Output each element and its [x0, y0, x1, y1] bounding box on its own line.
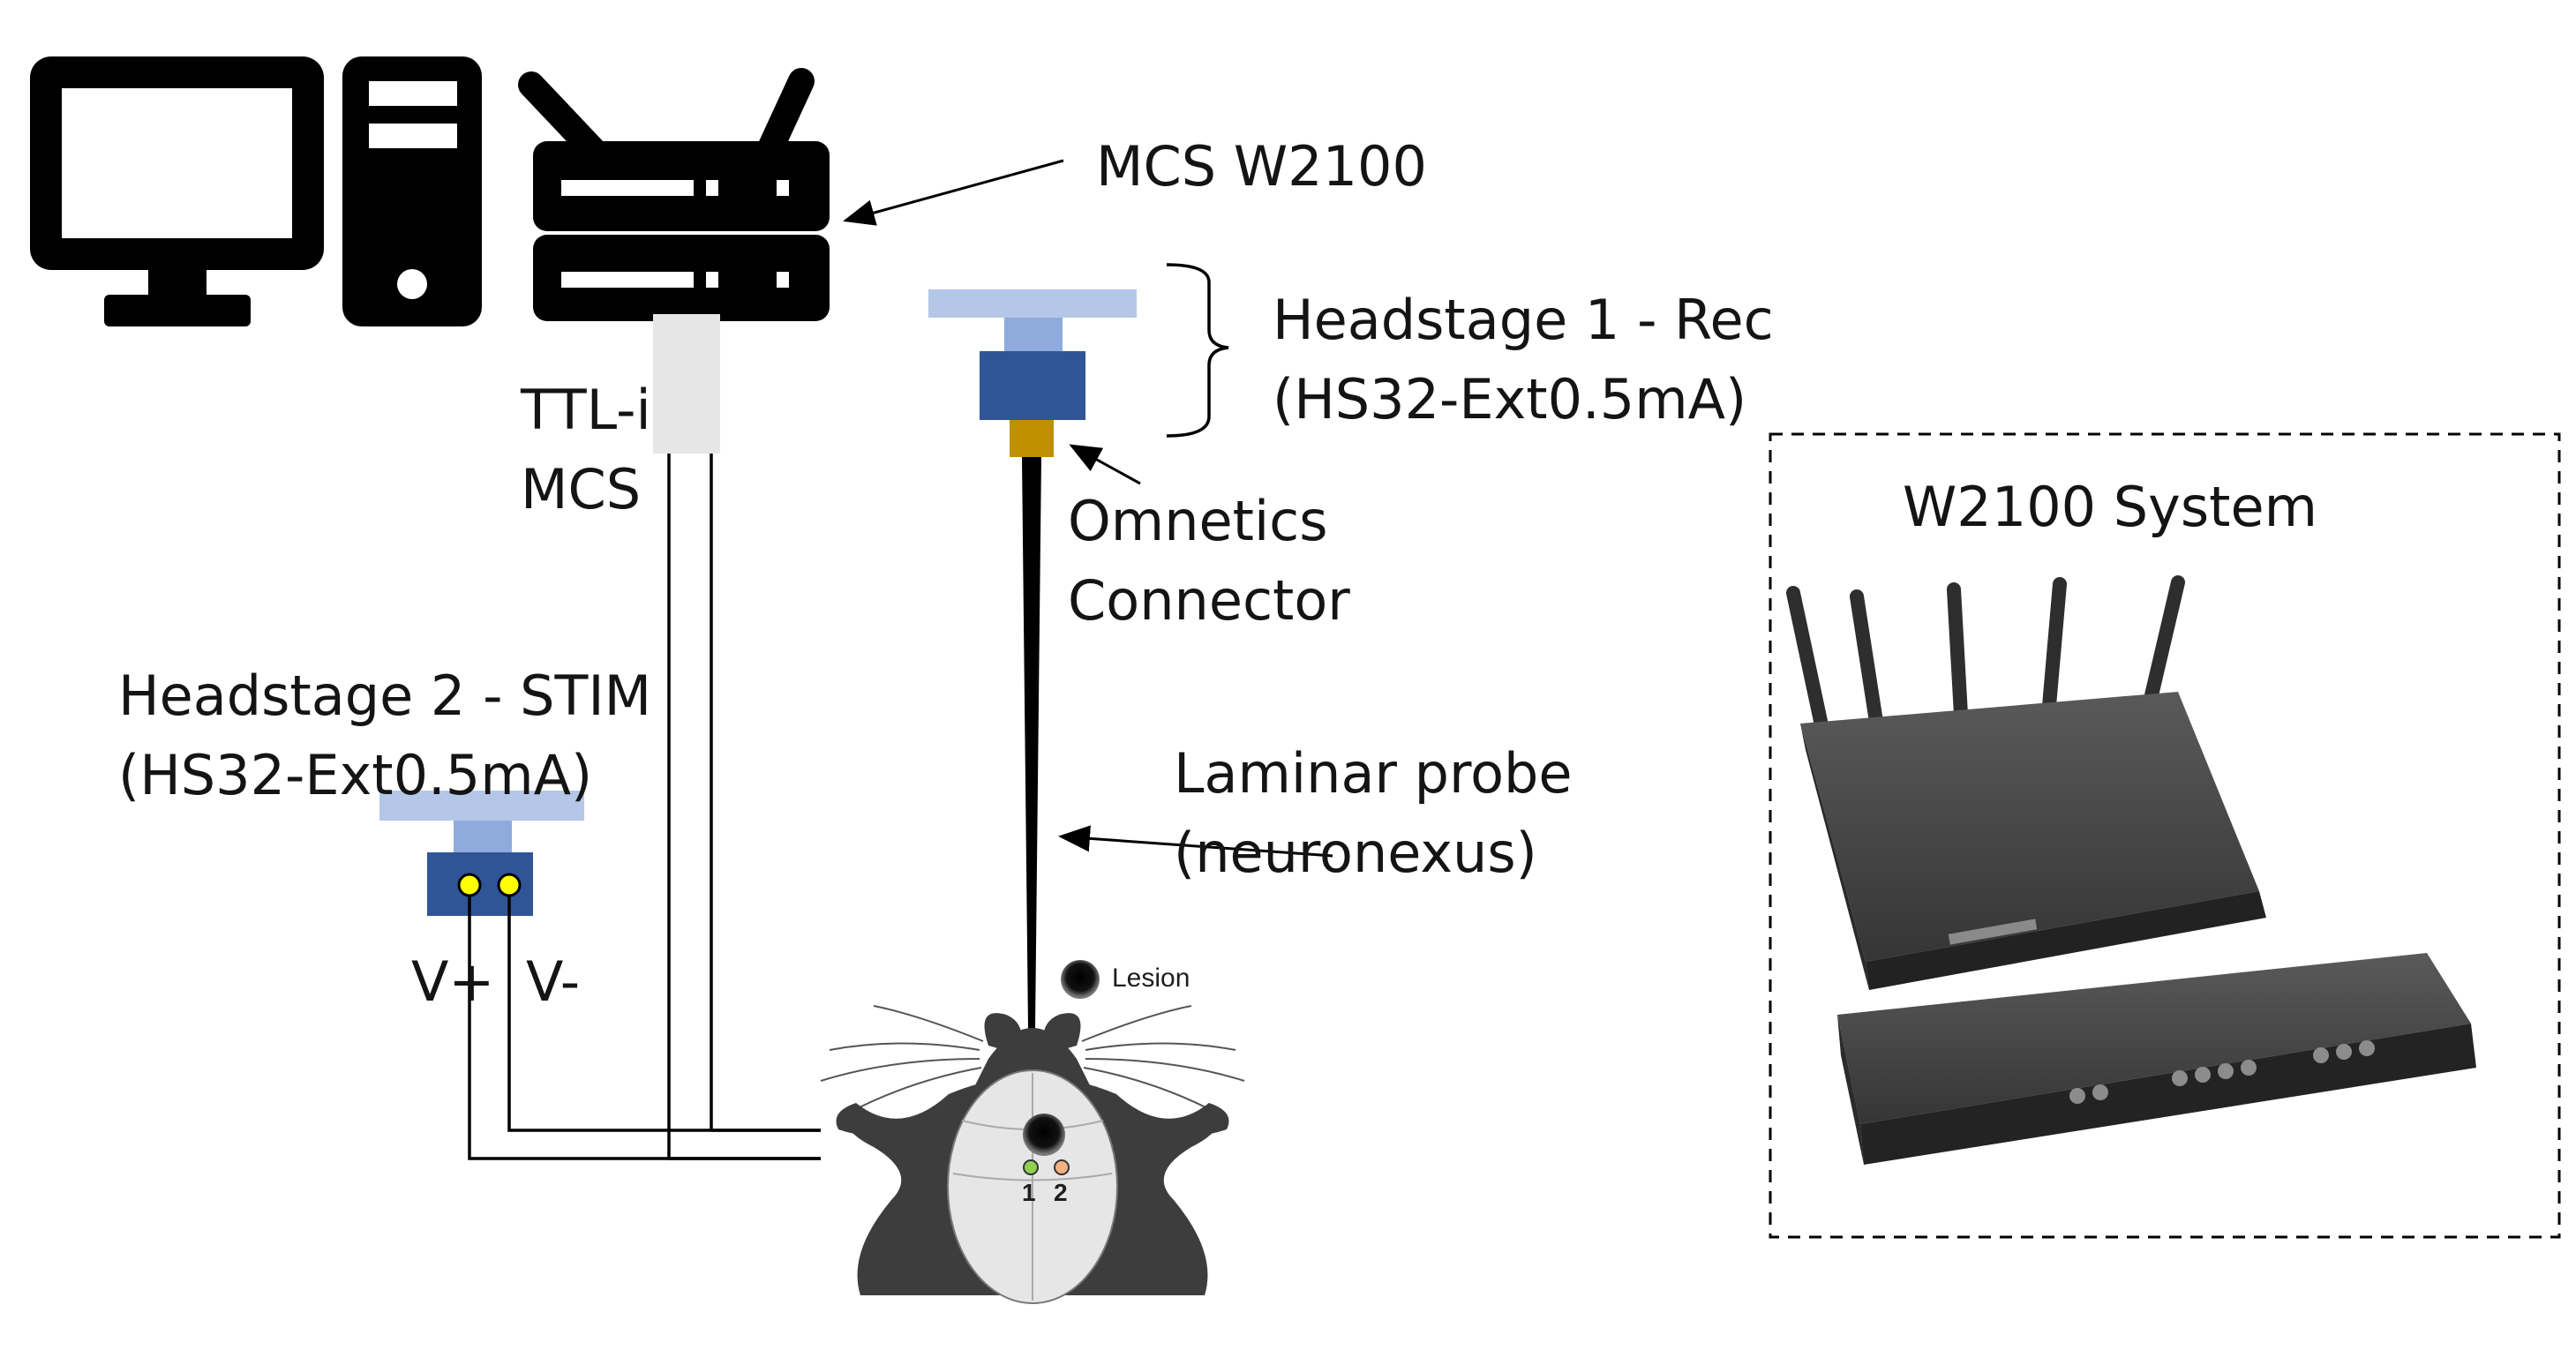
- headstage-1-label: Headstage 1 - Rec (HS32-Ext0.5mA): [1273, 281, 1774, 439]
- headstage-1-bracket: [1166, 263, 1229, 438]
- stim-contact-plus: [457, 873, 482, 897]
- headstage-1-line1: Headstage 1 - Rec: [1273, 288, 1774, 352]
- stim-contact-minus: [497, 873, 522, 897]
- omnetics-connector: [1010, 420, 1054, 457]
- monitor-icon: [30, 56, 324, 326]
- ttl-line1: TTL-i: [521, 378, 651, 442]
- headstage-1-line2: (HS32-Ext0.5mA): [1273, 366, 1747, 431]
- mcs-arrow: [843, 159, 1064, 226]
- ttl-cable: [667, 454, 821, 1160]
- ttl-cable-connector: [653, 314, 720, 454]
- headstage-2-line2: (HS32-Ext0.5mA): [118, 742, 593, 807]
- site-2-label: 2: [1054, 1179, 1068, 1206]
- headstage-2-line1: Headstage 2 - STIM: [118, 664, 652, 728]
- mouse-illustration: [820, 1005, 1245, 1304]
- computer-tower-icon: [342, 56, 482, 326]
- v-minus-text: V-: [526, 949, 581, 1014]
- v-minus-label: V-: [526, 942, 580, 1022]
- site-1-marker: [1023, 1159, 1039, 1175]
- laminar-probe: [1022, 457, 1041, 1110]
- laminar-line1: Laminar probe: [1174, 741, 1573, 806]
- omnetics-line2: Connector: [1068, 567, 1350, 633]
- w2100-device-photo: [1786, 575, 2476, 1165]
- whiskers: [820, 1005, 1245, 1114]
- w2100-system-text: W2100 System: [1903, 475, 2317, 539]
- mcs-w2100-text: MCS W2100: [1096, 134, 1427, 199]
- laminar-label: Laminar probe (neuronexus): [1174, 734, 1573, 893]
- stim-wires: [468, 896, 821, 1160]
- site-1-label: 1: [1022, 1179, 1036, 1206]
- laminar-line2: (neuronexus): [1174, 820, 1537, 885]
- headstage-1: [928, 289, 1137, 457]
- v-plus-text: V+: [411, 949, 495, 1014]
- headstage-2: [379, 791, 584, 916]
- lesion-legend-icon: [1061, 960, 1100, 999]
- laminar-arrow: [1058, 825, 1333, 858]
- omnetics-arrow: [1069, 444, 1141, 485]
- ttl-line2: MCS: [521, 456, 642, 521]
- w2100-system-box: [1769, 432, 2561, 1239]
- v-plus-label: V+: [411, 942, 494, 1022]
- mcs-w2100-label: MCS W2100: [1096, 127, 1427, 206]
- omnetics-line1: Omnetics: [1068, 489, 1328, 553]
- site-2-marker: [1054, 1159, 1070, 1175]
- w2100-system-label: W2100 System: [1903, 468, 2317, 547]
- lesion-label: Lesion: [1112, 964, 1190, 993]
- ttl-label: TTL-i MCS: [521, 371, 651, 529]
- headstage-2-label: Headstage 2 - STIM (HS32-Ext0.5mA): [118, 656, 651, 815]
- lesion-marker: [1023, 1114, 1065, 1156]
- wireless-router-icon: [518, 68, 830, 321]
- omnetics-label: Omnetics Connector: [1068, 482, 1350, 641]
